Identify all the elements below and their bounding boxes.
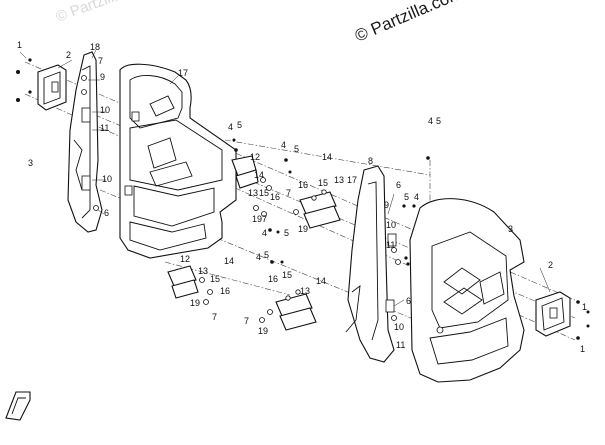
callout-13c: 13 — [198, 266, 208, 276]
callout-5d: 5 — [264, 250, 269, 260]
upper-hinge-assembly — [231, 138, 341, 234]
left-door-panel — [119, 63, 237, 259]
callout-5a: 5 — [237, 120, 242, 130]
callout-10: 10 — [100, 105, 110, 115]
callout-8: 8 — [368, 156, 373, 166]
callout-1r: 1 — [582, 302, 587, 312]
callout-15a: 15 — [259, 188, 269, 198]
callout-7c: 7 — [212, 312, 217, 322]
callout-14a: 14 — [254, 170, 264, 180]
callout-11: 11 — [100, 123, 109, 133]
faint-watermark: © Partzilla.c — [54, 0, 136, 26]
callout-19d: 19 — [258, 326, 268, 336]
right-trim-strip — [345, 165, 395, 363]
callout-19a: 19 — [252, 214, 262, 224]
callout-10r: 10 — [386, 220, 396, 230]
callout-2: 2 — [66, 50, 71, 60]
callout-1: 1 — [17, 40, 22, 50]
callout-15d: 15 — [282, 270, 292, 280]
callout-15c: 15 — [210, 274, 220, 284]
callout-17: 17 — [178, 68, 188, 78]
front-direction-arrow-icon — [5, 391, 31, 421]
left-hardware — [16, 58, 140, 211]
callout-14b: 14 — [322, 152, 332, 162]
callout-11r: 11 — [386, 240, 395, 250]
callout-9r: 9 — [384, 200, 389, 210]
callout-11r2: 11 — [396, 340, 405, 350]
callout-4c: 4 — [262, 228, 267, 238]
callout-7: 7 — [98, 56, 103, 66]
callout-12b: 12 — [180, 254, 190, 264]
callout-16d: 16 — [268, 274, 278, 284]
callout-13d: 13 — [300, 286, 310, 296]
callout-6r: 6 — [396, 180, 401, 190]
partzilla-watermark: © Partzilla.com — [352, 0, 465, 46]
callout-13a: 13 — [248, 188, 258, 198]
callout-4rt: 4 — [428, 116, 433, 126]
callout-14c: 14 — [224, 256, 234, 266]
callout-10r2: 10 — [394, 322, 404, 332]
callout-leaders — [19, 49, 551, 307]
callout-1r2: 1 — [580, 344, 585, 354]
right-door-panel — [409, 198, 525, 383]
callout-17b: 17 — [347, 175, 357, 185]
callout-15b: 15 — [318, 178, 328, 188]
callout-numbers: 1 2 18 7 9 10 11 3 10 6 17 4 5 4 5 12 14… — [17, 40, 587, 354]
callout-6: 6 — [104, 208, 109, 218]
callout-4r: 4 — [414, 192, 419, 202]
callout-3: 3 — [28, 158, 33, 168]
callout-5c: 5 — [284, 228, 289, 238]
callout-16c: 16 — [220, 286, 230, 296]
callout-10b: 10 — [102, 174, 112, 184]
left-trim-strip — [67, 51, 103, 233]
callout-5b: 5 — [294, 144, 299, 154]
right-hardware — [385, 156, 590, 340]
callout-4a: 4 — [228, 122, 233, 132]
callout-7a: 7 — [262, 214, 267, 224]
callout-16a: 16 — [270, 192, 280, 202]
callout-19b: 19 — [298, 224, 308, 234]
callout-6r2: 6 — [406, 296, 411, 306]
right-latch-handle — [535, 291, 571, 337]
callout-18: 18 — [90, 42, 100, 52]
callout-4d: 4 — [256, 252, 261, 262]
callout-19c: 19 — [190, 298, 200, 308]
callout-14d: 14 — [316, 276, 326, 286]
callout-7b: 7 — [286, 188, 291, 198]
callout-5r: 5 — [404, 192, 409, 202]
callout-16b: 16 — [298, 180, 308, 190]
callout-3r: 3 — [508, 224, 513, 234]
callout-9: 9 — [100, 72, 105, 82]
callout-4b: 4 — [281, 140, 286, 150]
callout-7d: 7 — [244, 316, 249, 326]
callout-13b: 13 — [334, 175, 344, 185]
left-latch-handle — [37, 64, 67, 111]
lower-hinge-assembly — [167, 260, 317, 331]
callout-12a: 12 — [250, 152, 260, 162]
callout-5rt: 5 — [436, 116, 441, 126]
callout-2r: 2 — [548, 260, 553, 270]
